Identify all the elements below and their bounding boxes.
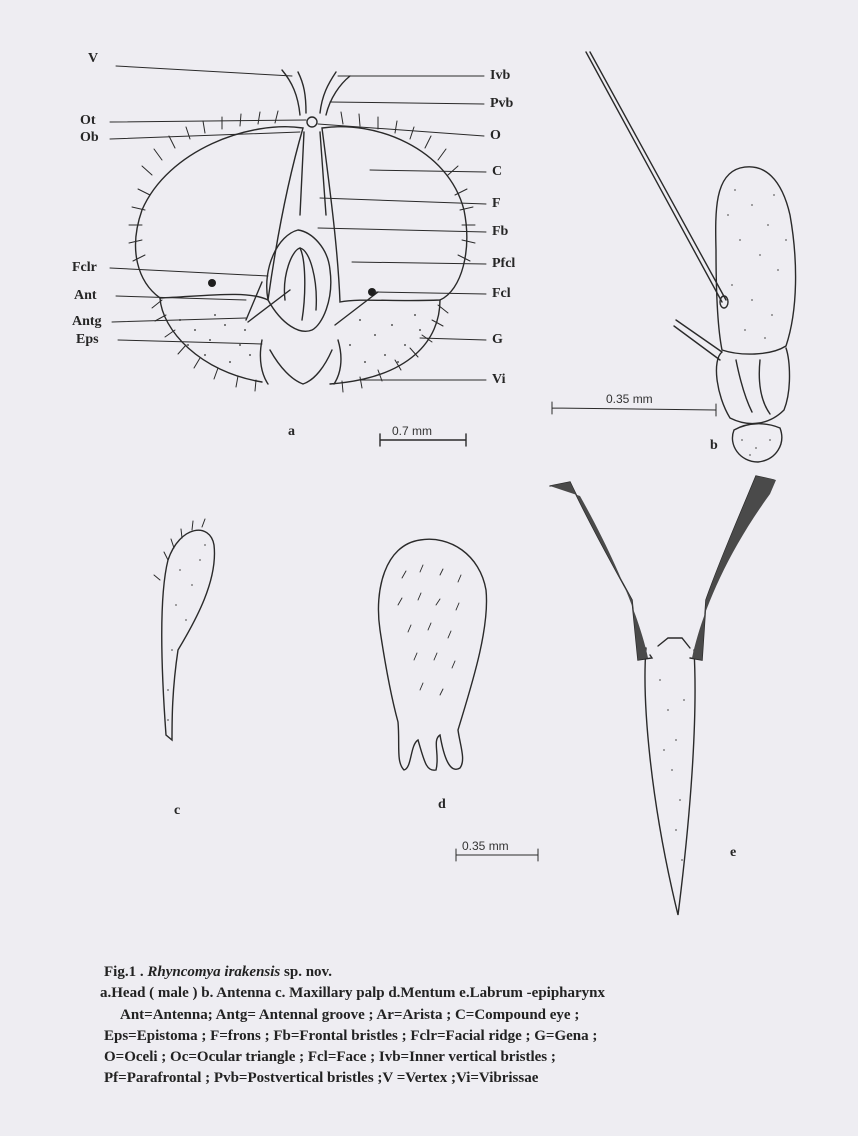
- caption-abbr-line-4: Pf=Parafrontal ; Pvb=Postvertical bristl…: [104, 1068, 844, 1089]
- caption-abbr-line-2: Eps=Epistoma ; F=frons ; Fb=Frontal bris…: [104, 1026, 844, 1047]
- label-postvertical-bristles: Pvb: [490, 97, 513, 111]
- scale-label-head: 0.7 mm: [392, 424, 432, 438]
- label-frontal-bristles: Fb: [492, 225, 508, 239]
- label-face: Fcl: [492, 287, 511, 301]
- label-antennal-groove: Antg: [72, 315, 102, 329]
- panel-letter-a: a: [288, 424, 295, 440]
- label-antenna: Ant: [74, 289, 97, 303]
- label-vertex: V: [88, 52, 98, 66]
- label-inner-vertical-bristles: Ivb: [490, 69, 510, 83]
- mentum-drawing: [378, 539, 486, 770]
- label-parafrontal: Pfcl: [492, 257, 515, 271]
- label-ocelli: O: [490, 129, 501, 143]
- panel-letter-b: b: [710, 438, 718, 454]
- maxillary-palp-drawing: [162, 530, 215, 740]
- caption-parts: a.Head ( male ) b. Antenna c. Maxillary …: [100, 983, 844, 1004]
- labrum-right-arm: [692, 476, 776, 660]
- gena-stipple: [179, 279, 421, 363]
- panel-letter-e: e: [730, 845, 736, 861]
- caption-suffix: sp. nov.: [284, 964, 332, 980]
- label-facial-ridge: Fclr: [72, 261, 97, 275]
- mentum-hairs: [398, 565, 461, 695]
- labrum-drawing: [550, 476, 774, 915]
- head-drawing: [136, 70, 467, 384]
- caption-abbr-line-1: Ant=Antenna; Antg= Antennal groove ; Ar=…: [120, 1005, 844, 1026]
- caption-title: Fig.1 . Rhyncomya irakensis sp. nov.: [104, 962, 844, 983]
- caption-abbr-line-3: O=Oceli ; Oc=Ocular triangle ; Fcl=Face …: [104, 1047, 844, 1068]
- palp-bristles: [154, 519, 205, 580]
- scale-label-mouthparts: 0.35 mm: [462, 839, 509, 853]
- leader-lines: [110, 66, 486, 380]
- label-epistoma: Eps: [76, 333, 99, 347]
- scale-label-antenna: 0.35 mm: [606, 392, 653, 406]
- label-ocular-triangle: Ot: [80, 114, 96, 128]
- label-frons: F: [492, 197, 501, 211]
- label-ocellar-bristles: Ob: [80, 131, 99, 145]
- figure-caption: Fig.1 . Rhyncomya irakensis sp. nov. a.H…: [104, 962, 844, 1090]
- label-gena: G: [492, 333, 503, 347]
- label-compound-eye: C: [492, 165, 502, 179]
- caption-species: Rhyncomya irakensis: [147, 964, 280, 980]
- panel-letter-d: d: [438, 797, 446, 813]
- labrum-stipple: [659, 679, 685, 861]
- label-vibrissae: Vi: [492, 373, 505, 387]
- panel-letter-c: c: [174, 803, 180, 819]
- labrum-left-arm: [550, 482, 648, 660]
- caption-fig-number: Fig.1 .: [104, 964, 144, 980]
